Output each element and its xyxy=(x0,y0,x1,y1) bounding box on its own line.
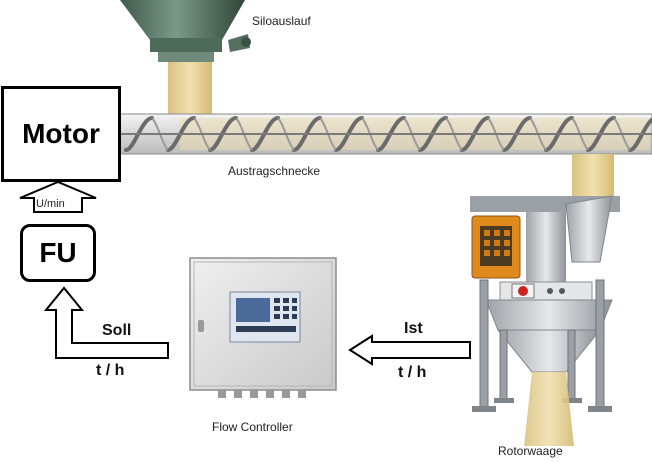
flow-controller-cabinet-icon xyxy=(189,257,337,398)
arrow-up-icon xyxy=(43,286,169,359)
rotor-scale-icon xyxy=(470,195,620,446)
silo-icon xyxy=(120,0,251,114)
frequency-converter-box: FU xyxy=(20,224,96,282)
screw-conveyor-icon xyxy=(117,113,652,155)
flow-controller-label: Flow Controller xyxy=(212,420,293,434)
silo-outlet-label: Siloauslauf xyxy=(252,14,311,28)
speed-arrow-icon xyxy=(19,180,97,213)
material-stream xyxy=(572,154,614,200)
fu-label: FU xyxy=(39,237,77,268)
actual-label: Ist xyxy=(404,320,423,337)
setpoint-unit-label: t / h xyxy=(96,362,125,379)
setpoint-label: Soll xyxy=(102,322,132,339)
motor-box: Motor xyxy=(1,86,121,182)
speed-unit-label: U/min xyxy=(36,198,65,210)
arrow-left-icon xyxy=(348,334,471,366)
rotor-scale-label: Rotorwaage xyxy=(498,444,563,458)
actual-unit-label: t / h xyxy=(398,364,427,381)
motor-label: Motor xyxy=(22,118,100,149)
screw-conveyor-label: Austragschnecke xyxy=(228,164,321,178)
